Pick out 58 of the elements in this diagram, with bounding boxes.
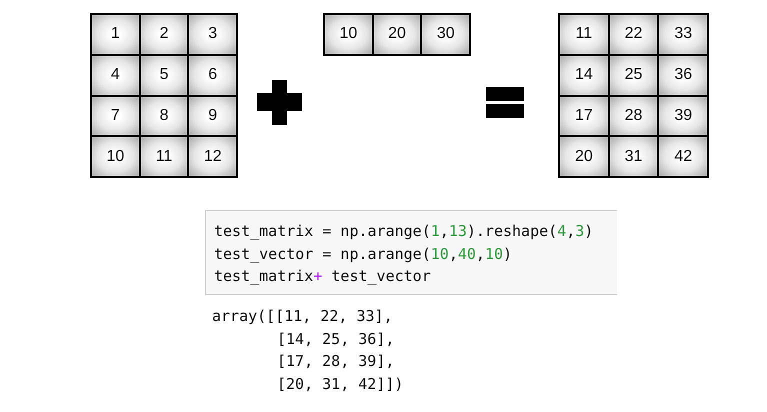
cell-value: 11 [156, 148, 172, 165]
cell-value: 8 [160, 108, 168, 124]
cell-value: 39 [674, 108, 692, 124]
matrix-cell [657, 54, 710, 97]
cell-value: 3 [208, 26, 218, 42]
matrix-cell [138, 135, 190, 178]
cell-value: 25 [624, 67, 642, 84]
cell-value: 36 [674, 67, 692, 84]
cell-value: 33 [674, 26, 692, 42]
matrix-cell [608, 135, 660, 178]
matrix-cell [138, 54, 190, 97]
output-text: [17, 28, 39], [277, 351, 394, 372]
code-line: test_matrix+ test_vector [214, 266, 431, 287]
output-text: [20, 31, 42]]) [277, 374, 404, 394]
matrix-cell [372, 13, 422, 56]
matrix-cell [657, 94, 710, 138]
cell-value: 30 [436, 26, 455, 42]
cell-value: 9 [208, 108, 218, 124]
cell-value: 14 [574, 67, 593, 84]
cell-value: 17 [574, 108, 593, 124]
cell-value: 2 [160, 26, 168, 42]
cell-value: 42 [674, 148, 692, 165]
matrix-cell [187, 94, 238, 138]
matrix-cell [90, 54, 141, 97]
matrix-cell [558, 54, 610, 97]
cell-value: 10 [339, 26, 358, 42]
matrix-cell [558, 13, 610, 56]
cell-value: 22 [624, 26, 642, 42]
cell-value: 10 [106, 148, 124, 165]
matrix-cell [608, 54, 660, 97]
matrix-cell [187, 13, 238, 56]
matrix-cell [187, 54, 238, 97]
cell-value: 28 [624, 108, 642, 124]
matrix-cell [138, 13, 190, 56]
matrix-cell [323, 13, 374, 56]
output-text: array([[11, 22, 33], [212, 306, 393, 327]
matrix-cell [657, 13, 710, 56]
matrix-cell [558, 135, 610, 178]
cell-value: 11 [576, 26, 592, 42]
cell-value: 1 [110, 26, 120, 42]
matrix-cell [608, 13, 660, 56]
cell-value: 31 [624, 148, 642, 165]
code-line: test_vector = np.arange(10,40,10) [214, 244, 512, 264]
cell-value: 20 [388, 26, 406, 42]
cell-value: 20 [574, 148, 593, 165]
matrix-cell [187, 135, 238, 178]
code-cell [205, 210, 617, 295]
matrix-cell [657, 135, 710, 178]
matrix-cell [420, 13, 472, 56]
code-line: test_matrix = np.arange(1,13).reshape(4,3) [214, 221, 594, 242]
matrix-cell [90, 135, 141, 178]
cell-value: 7 [110, 108, 120, 124]
cell-value: 12 [204, 148, 222, 165]
matrix-cell [90, 13, 141, 56]
cell-value: 5 [160, 67, 168, 84]
cell-value: 4 [110, 67, 120, 84]
cell-value: 6 [208, 67, 218, 84]
output-text: [14, 25, 36], [277, 328, 394, 350]
